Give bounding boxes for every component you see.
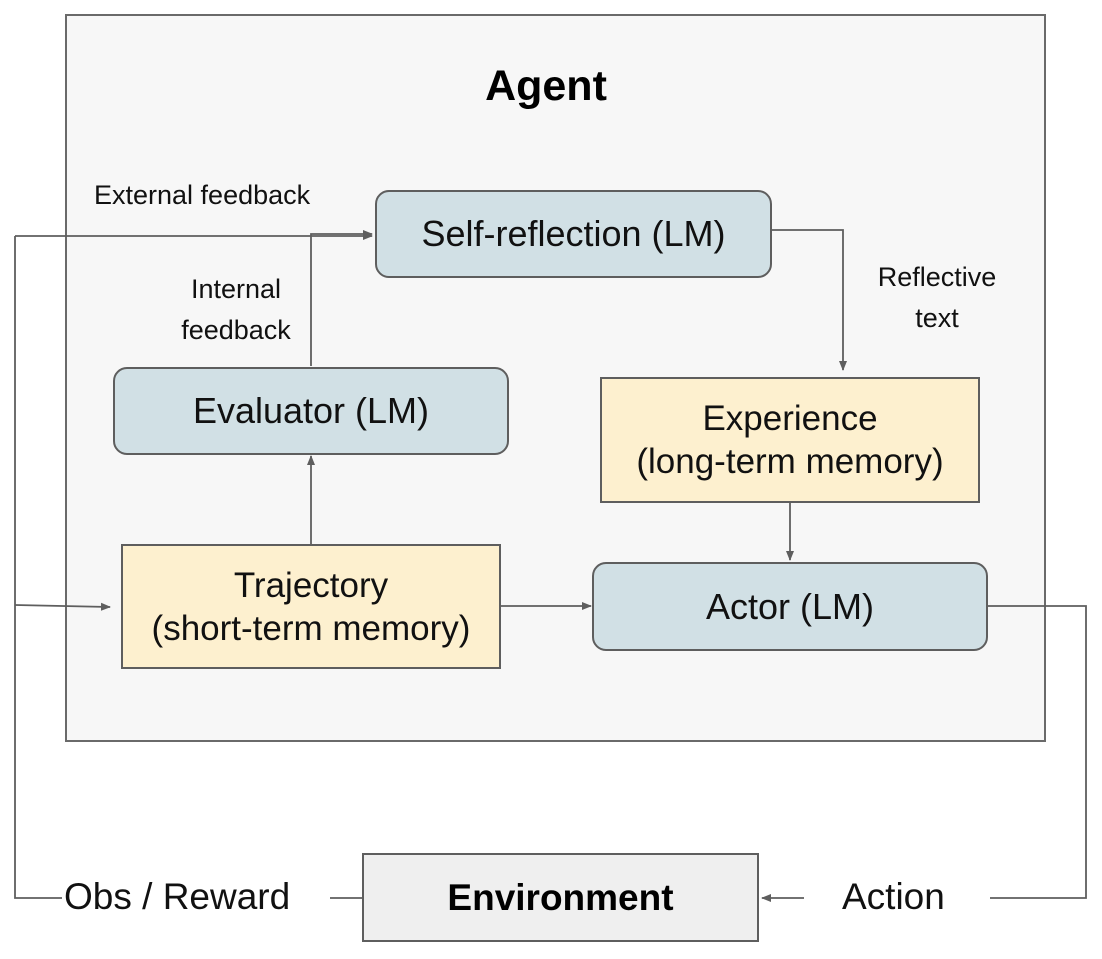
evaluator-label: Evaluator (LM) bbox=[192, 390, 430, 431]
wire-reflective-text bbox=[772, 229, 847, 371]
self-reflection-label: Self-reflection (LM) bbox=[421, 213, 726, 254]
experience-title: Experience bbox=[702, 399, 878, 438]
label-reflective-text: Reflective text bbox=[862, 257, 1012, 339]
agent-title: Agent bbox=[485, 62, 607, 110]
trajectory-subtitle: (short-term memory) bbox=[151, 608, 471, 648]
wire-obs-to-trajectory bbox=[14, 602, 111, 611]
label-reflective-text-line2: text bbox=[915, 303, 959, 333]
label-obs-reward: Obs / Reward bbox=[64, 876, 291, 917]
actor-label: Actor (LM) bbox=[705, 585, 874, 627]
trajectory-node: Trajectory (short-term memory) bbox=[121, 544, 501, 669]
experience-node: Experience (long-term memory) bbox=[600, 377, 980, 503]
label-internal-feedback: Internal feedback bbox=[166, 269, 306, 351]
experience-subtitle: (long-term memory) bbox=[636, 442, 944, 481]
wire-actor-right-rail bbox=[988, 605, 1087, 899]
trajectory-title: Trajectory bbox=[233, 565, 389, 605]
wire-obs-left-rail bbox=[14, 236, 62, 899]
label-internal-feedback-line1: Internal bbox=[190, 274, 282, 304]
evaluator-node: Evaluator (LM) bbox=[113, 367, 509, 455]
label-reflective-text-line1: Reflective bbox=[877, 262, 997, 292]
wire-internal-feedback bbox=[310, 230, 373, 366]
environment-label: Environment bbox=[447, 876, 674, 918]
environment-node: Environment bbox=[362, 853, 759, 942]
label-internal-feedback-line2: feedback bbox=[181, 315, 291, 345]
self-reflection-node: Self-reflection (LM) bbox=[375, 190, 772, 278]
label-action: Action bbox=[842, 876, 945, 917]
actor-node: Actor (LM) bbox=[592, 562, 988, 651]
label-external-feedback: External feedback bbox=[94, 180, 311, 210]
